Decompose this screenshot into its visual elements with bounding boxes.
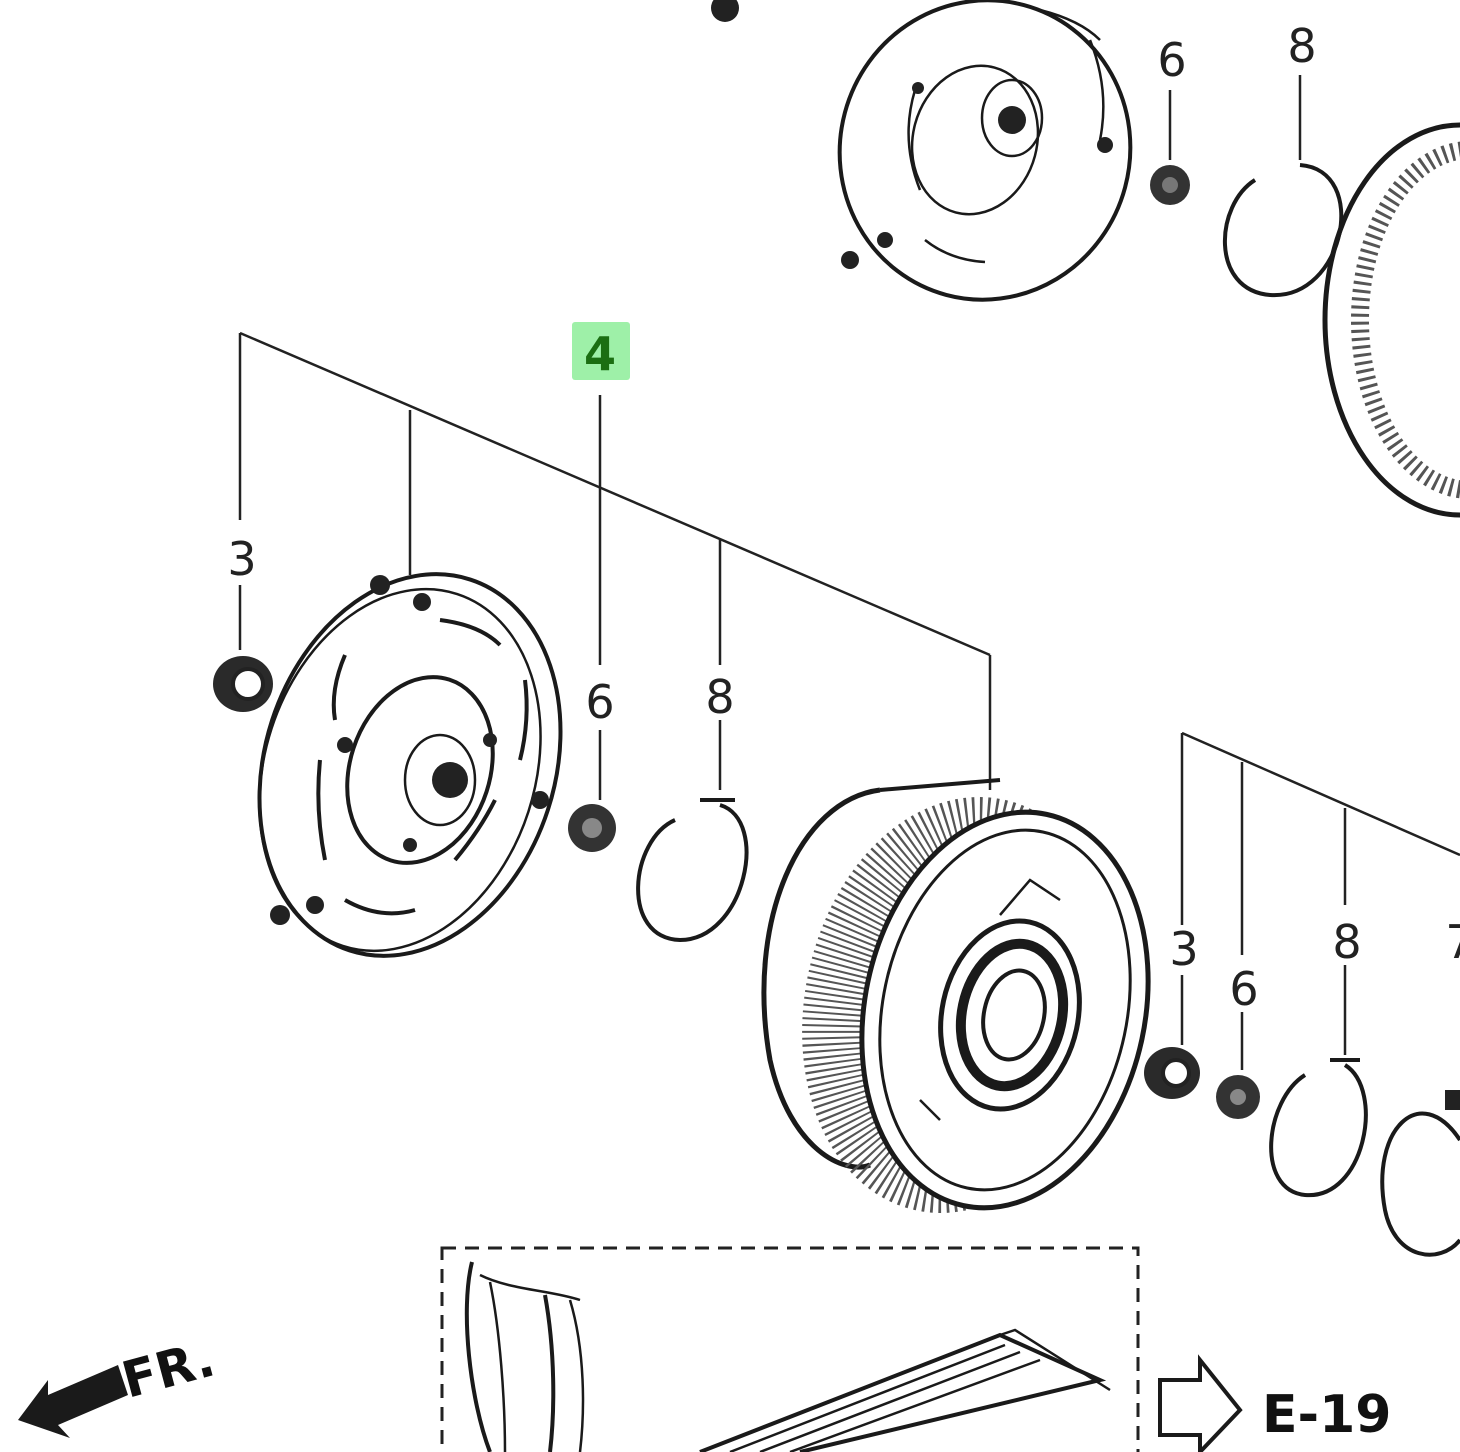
- highlighted-callout: 4: [572, 322, 630, 381]
- main-retaining-ring: [636, 798, 749, 943]
- callout-ring: 8: [705, 670, 734, 724]
- main-clutch-plate: [257, 572, 563, 958]
- callout-plate-nut: 3: [227, 532, 256, 586]
- right-nut-part: [1216, 1075, 1260, 1119]
- main-pulley: [761, 778, 1151, 1213]
- right-retaining-ring: [1269, 1058, 1368, 1198]
- belt-reference-box: [440, 1246, 1140, 1452]
- front-direction-arrow: [18, 1365, 128, 1438]
- plate-nut-part: [213, 656, 273, 712]
- callout-right-plate-nut: 3: [1169, 922, 1198, 976]
- top-retaining-ring: [1223, 75, 1344, 298]
- top-clutch-plate: [711, 0, 1133, 302]
- reference-label: E-19: [1262, 1385, 1391, 1445]
- right-plate-nut-part: [1144, 1047, 1200, 1099]
- right-clipped-ring: [1380, 1090, 1460, 1257]
- main-nut-part: [568, 804, 616, 852]
- reference-arrow: [1158, 1354, 1243, 1452]
- callout-right-nut: 6: [1229, 962, 1258, 1016]
- callout-right-clipped: 7: [1445, 915, 1460, 969]
- callout-nut: 6: [585, 675, 614, 729]
- right-leader-lines: [1180, 731, 1460, 1070]
- callout-top-nut: 6: [1157, 33, 1186, 87]
- front-marker-label: FR.: [116, 1330, 220, 1410]
- callout-top-ring: 8: [1287, 19, 1316, 73]
- callout-right-ring: 8: [1332, 915, 1361, 969]
- top-nut: [1150, 90, 1190, 205]
- callout-highlighted-part: 4: [584, 327, 616, 381]
- top-right-pulley: [1322, 122, 1460, 518]
- main-leader-lines: [238, 331, 992, 800]
